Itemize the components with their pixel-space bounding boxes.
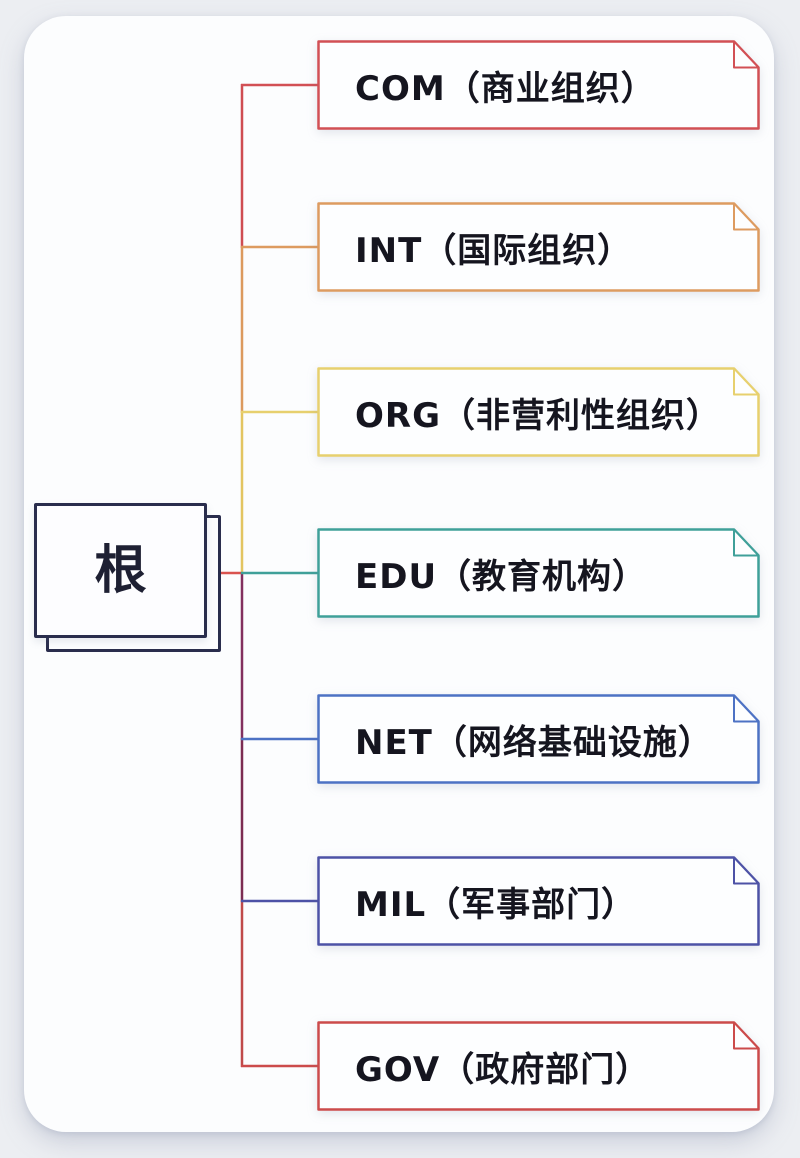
- branch-node-label: INT（国际组织）: [355, 230, 633, 271]
- branch-node: COM（商业组织）: [317, 40, 760, 130]
- note-shape-icon: [317, 202, 760, 292]
- branch-node-label: COM（商业组织）: [355, 68, 656, 109]
- folded-corner-icon: [733, 202, 760, 231]
- branch-node: EDU（教育机构）: [317, 528, 760, 618]
- note-shape-icon: [317, 367, 760, 457]
- branch-node-label: EDU（教育机构）: [355, 556, 648, 597]
- note-shape-icon: [317, 528, 760, 618]
- note-shape-icon: [317, 856, 760, 946]
- root-node-box: 根: [34, 503, 207, 638]
- branch-node-label: ORG（非营利性组织）: [355, 395, 721, 436]
- folded-corner-icon: [733, 40, 760, 69]
- root-node-label: 根: [94, 540, 147, 601]
- note-shape-icon: [317, 694, 760, 784]
- folded-corner-icon: [733, 1021, 760, 1050]
- note-shape-icon: [317, 1021, 760, 1111]
- folded-corner-icon: [733, 528, 760, 557]
- branch-node-label: MIL（军事部门）: [355, 884, 637, 925]
- branch-node-label: GOV（政府部门）: [355, 1049, 651, 1090]
- branch-node-label: NET（网络基础设施）: [355, 722, 713, 763]
- root-node: 根: [34, 503, 221, 652]
- branch-node: GOV（政府部门）: [317, 1021, 760, 1111]
- folded-corner-icon: [733, 856, 760, 885]
- branch-node: MIL（军事部门）: [317, 856, 760, 946]
- note-shape-icon: [317, 40, 760, 130]
- folded-corner-icon: [733, 694, 760, 723]
- branch-node: NET（网络基础设施）: [317, 694, 760, 784]
- branch-node: INT（国际组织）: [317, 202, 760, 292]
- branch-node: ORG（非营利性组织）: [317, 367, 760, 457]
- folded-corner-icon: [733, 367, 760, 396]
